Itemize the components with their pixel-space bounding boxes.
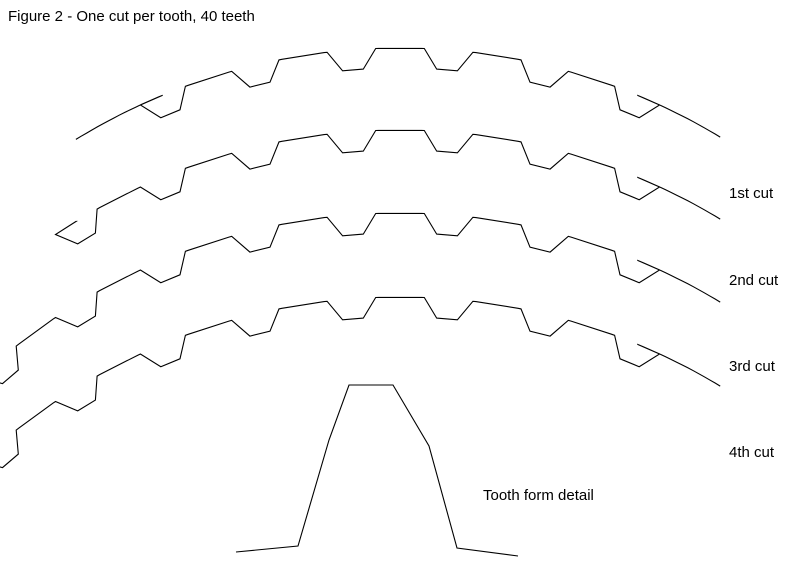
gear-arc-1st-cut	[75, 47, 721, 140]
row-label-4th-cut: 4th cut	[729, 444, 775, 461]
row-label-3rd-cut: 3rd cut	[729, 358, 775, 375]
row-label-1st-cut: 1st cut	[729, 185, 774, 202]
tooth-form-detail-outline	[235, 384, 519, 557]
gear-arc-2nd-cut	[54, 129, 721, 245]
gear-arc-3rd-cut	[0, 212, 721, 385]
figure-title: Figure 2 - One cut per tooth, 40 teeth	[8, 8, 255, 25]
gear-arc-4th-cut	[0, 296, 721, 469]
row-label-2nd-cut: 2nd cut	[729, 272, 779, 289]
tooth-form-detail-label: Tooth form detail	[483, 487, 594, 504]
